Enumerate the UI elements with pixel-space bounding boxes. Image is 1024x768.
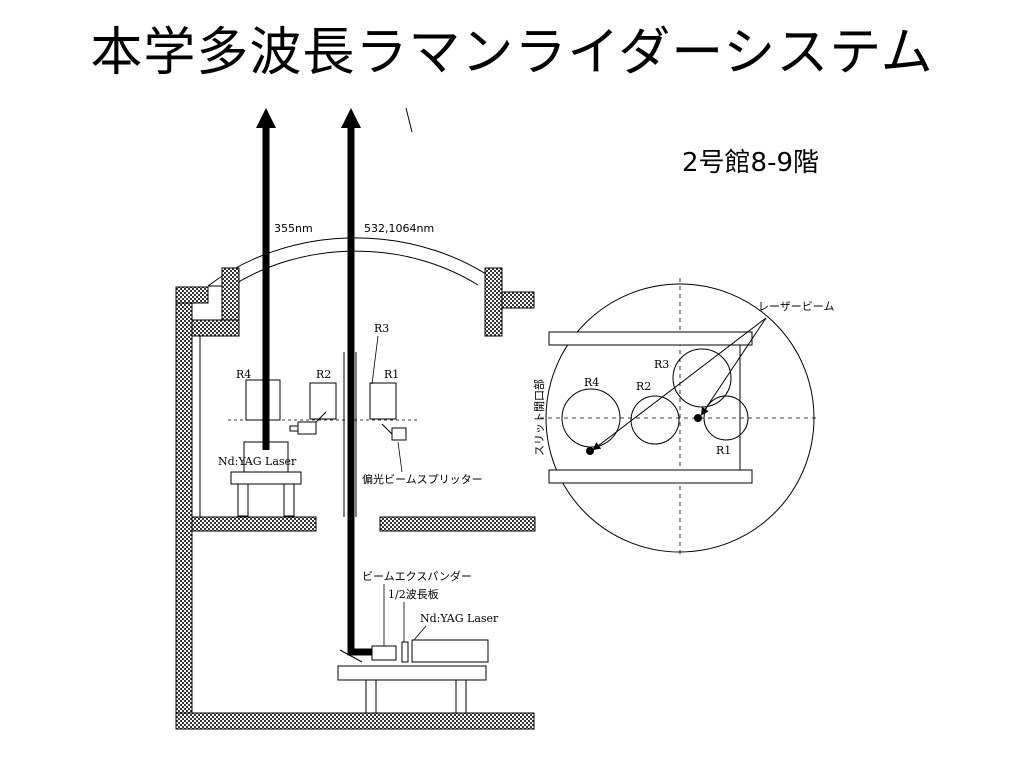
dome [207, 107, 503, 287]
top-laser-beam-label: レーザービーム [758, 300, 834, 313]
beam-355-arrow-icon [256, 108, 276, 128]
half-wave-plate-label: 1/2波長板 [388, 587, 439, 601]
pbs-label: 偏光ビームスプリッター [362, 472, 483, 486]
beam-532-arrow-icon [341, 108, 361, 128]
beam-355-label: 355nm [274, 222, 313, 235]
location-label: 2号館8-9階 [682, 148, 820, 178]
receiver-r1-label: R1 [384, 368, 399, 381]
top-r3-label: R3 [654, 358, 669, 371]
top-r1-circle [703, 395, 749, 441]
receiver-r1-box [369, 382, 397, 420]
beam-expander-box [371, 645, 397, 661]
receivers-upper [245, 379, 407, 441]
receiver-r2-box [309, 382, 337, 420]
slide-title: 本学多波長ラマンライダーシステム [90, 23, 934, 83]
room-lines [199, 335, 357, 517]
upper-laser-table [230, 441, 302, 517]
laser-upper-label: Nd:YAG Laser [218, 455, 297, 468]
beam-expander-label: ビームエクスパンダー [362, 569, 472, 583]
top-r2-circle [630, 395, 680, 445]
building-walls [175, 267, 536, 730]
receiver-r3-label: R3 [374, 322, 389, 335]
slit-opening-label: スリット開口部 [532, 379, 546, 456]
top-r3-circle [672, 348, 732, 408]
receiver-r2-label: R2 [316, 368, 331, 381]
lower-laser-table [337, 639, 489, 714]
top-r1-label: R1 [716, 444, 731, 457]
laser-lower-label: Nd:YAG Laser [420, 612, 499, 625]
receiver-r4-label: R4 [236, 368, 251, 381]
laser-beams [256, 108, 372, 656]
top-r4-label: R4 [584, 376, 599, 389]
top-r2-label: R2 [636, 380, 651, 393]
top-view: レーザービーム R4 R2 R3 R1 スリット開口部 [532, 278, 834, 558]
beam-532-label: 532,1064nm [364, 222, 434, 235]
top-r4-circle [561, 388, 621, 448]
